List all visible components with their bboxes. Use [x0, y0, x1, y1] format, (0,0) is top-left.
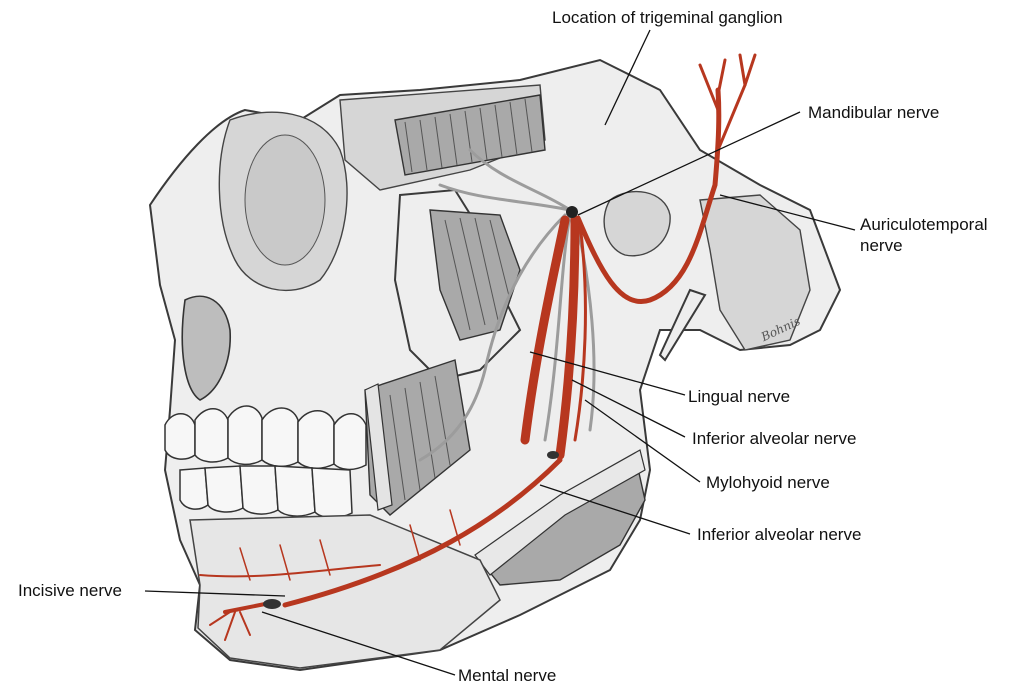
upper-teeth [164, 405, 367, 471]
mastoid-process [699, 194, 811, 351]
mylohyoid-cut-face [474, 449, 646, 576]
label-inferior-alveolar-nerve-lower: Inferior alveolar nerve [697, 525, 862, 544]
styloid-process [658, 288, 707, 362]
mandible-body [189, 514, 501, 669]
nasal-cavity [181, 295, 231, 401]
label-inferior-alveolar-nerve-upper: Inferior alveolar nerve [692, 429, 857, 448]
masseter-cut [364, 359, 471, 516]
lower-teeth [179, 465, 353, 519]
pterygoid-muscle [429, 209, 521, 341]
label-mylohyoid-nerve: Mylohyoid nerve [706, 473, 830, 492]
label-auriculotemporal-line2: nerve [860, 236, 903, 255]
label-mandibular-nerve: Mandibular nerve [808, 103, 940, 122]
orbit-shadow [244, 134, 326, 266]
leader-lines [144, 29, 856, 676]
pterygoid-fibers [444, 217, 511, 331]
label-mental-nerve: Mental nerve [458, 666, 557, 685]
masseter-cut-face [364, 383, 393, 511]
mental-foramen [263, 599, 281, 609]
label-lingual-nerve: Lingual nerve [688, 387, 791, 406]
ganglion-point [566, 206, 578, 218]
temporalis-cut [394, 94, 546, 176]
red-nerves [199, 53, 757, 641]
masseter-fibers [389, 375, 451, 501]
label-auriculotemporal-line1: Auriculotemporal [860, 215, 988, 234]
mandibular-foramen [547, 451, 559, 459]
mandibular-condyle [603, 190, 671, 257]
label-trigeminal-ganglion: Location of trigeminal ganglion [552, 8, 783, 27]
label-incisive-nerve: Incisive nerve [18, 581, 122, 600]
